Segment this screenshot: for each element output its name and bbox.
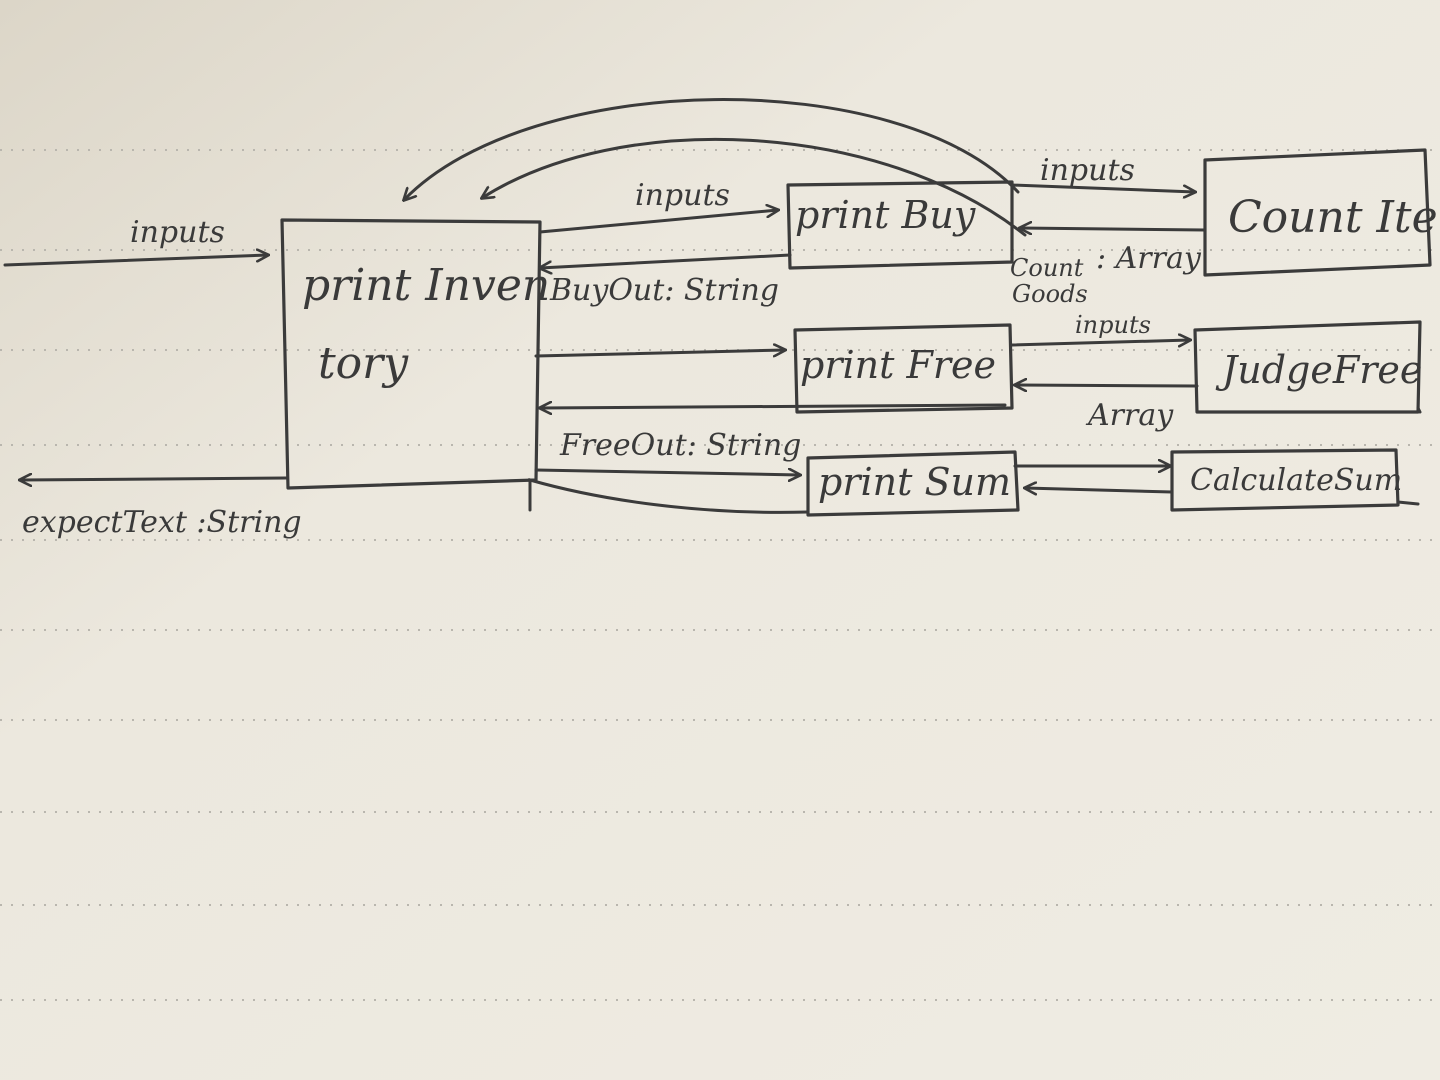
print-free-box — [793, 323, 1014, 414]
print-free-to-judge-free-arrow — [1010, 340, 1190, 345]
judge-array-label: Array — [1085, 398, 1174, 433]
count-item-return-to-inventory-curve — [404, 98, 1020, 200]
count-goods-label-line1: Count — [1010, 254, 1084, 282]
inventory-to-print-sum-arrow — [534, 470, 800, 475]
judge-free-to-print-free-array-arrow — [1015, 385, 1199, 386]
print-sum-return-line — [528, 478, 810, 514]
count-item-to-print-buy-array-arrow — [1020, 228, 1207, 230]
expect-text-output-arrow — [20, 478, 288, 480]
free-out-label: FreeOut: String — [559, 428, 801, 463]
inputs-to-judge-label: inputs — [1075, 311, 1151, 339]
print-free-label: print Free — [800, 343, 996, 387]
print-inventory-label-line2: tory — [318, 338, 409, 389]
count-item-label: Count Item — [1228, 192, 1440, 243]
judge-free-label: JudgeFree — [1215, 348, 1422, 392]
inputs-into-inventory-arrow — [3, 255, 268, 267]
inputs-in-label: inputs — [130, 215, 225, 250]
ruled-lines — [0, 149, 1440, 1001]
print-sum-box — [806, 450, 1020, 517]
print-buy-return-arrow — [540, 253, 792, 268]
calculate-sum-output-line — [1396, 500, 1420, 506]
expect-text-label: expectText :String — [22, 505, 302, 540]
print-inventory-box — [280, 218, 542, 490]
print-free-return-arrow — [540, 405, 1007, 408]
calculate-sum-label: CalculateSum — [1190, 463, 1402, 498]
inputs-to-count-label: inputs — [1040, 153, 1135, 188]
judge-free-output-line — [1416, 406, 1422, 414]
print-inventory-label-line1: print Inven — [302, 260, 550, 311]
inventory-to-print-buy-arrow — [538, 210, 778, 234]
inputs-to-buy-label: inputs — [635, 178, 730, 213]
count-item-box — [1203, 148, 1432, 277]
inventory-to-print-free-arrow — [534, 350, 785, 358]
buy-out-label: BuyOut: String — [549, 273, 779, 308]
count-array-label: : Array — [1096, 241, 1202, 276]
print-sum-label: print Sum — [818, 460, 1011, 504]
count-item-return-to-print-buy-curve — [482, 137, 1027, 237]
print-buy-label: print Buy — [795, 193, 976, 237]
count-goods-label-line2: Goods — [1012, 280, 1088, 308]
print-buy-to-count-item-arrow — [1010, 183, 1195, 192]
calculate-sum-to-print-sum-arrow — [1025, 488, 1174, 492]
